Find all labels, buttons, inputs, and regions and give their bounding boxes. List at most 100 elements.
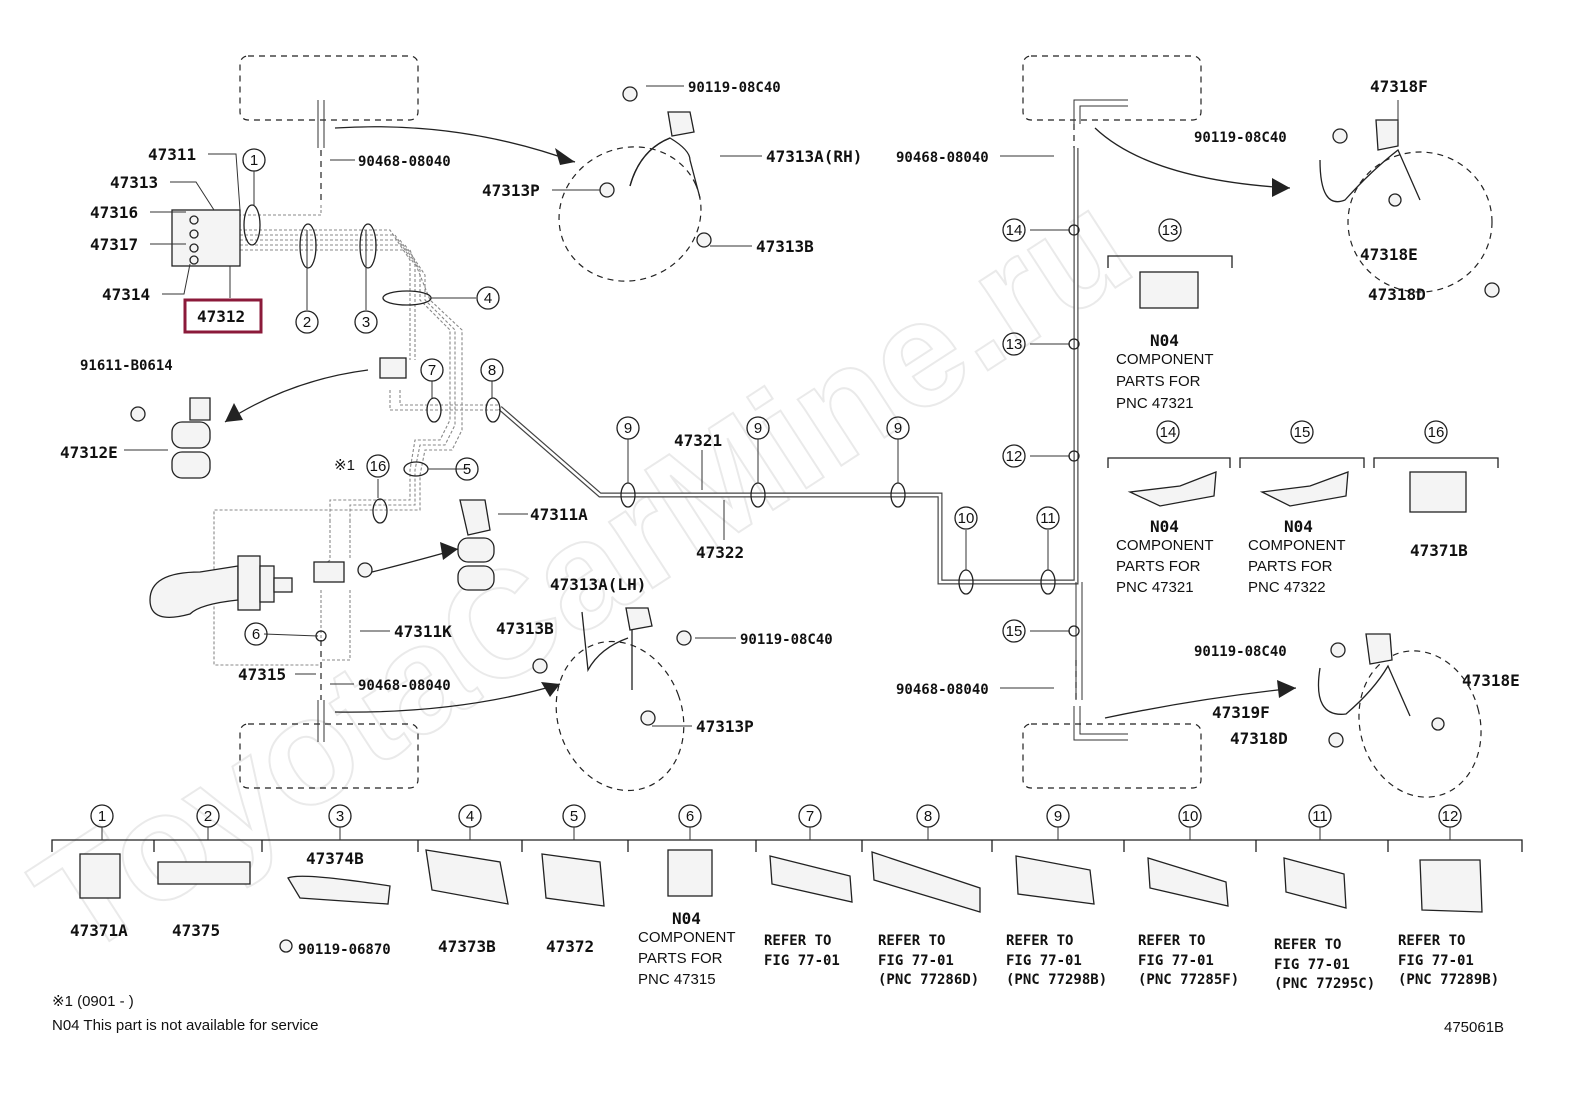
label-47322[interactable]: 47322 (696, 543, 744, 562)
label-47313b-a[interactable]: 47313B (756, 237, 814, 256)
legend-part-47373b[interactable]: 47373B (438, 937, 496, 956)
callout-16[interactable]: 16 (366, 454, 390, 478)
label-47313a-rh[interactable]: 47313A(RH) (766, 147, 862, 166)
svg-text:15: 15 (1294, 424, 1311, 441)
callout-3[interactable]: 3 (354, 310, 378, 334)
svg-text:4: 4 (466, 808, 474, 825)
legend-callout-10[interactable]: 10 (1178, 804, 1202, 828)
label-47317[interactable]: 47317 (90, 235, 138, 254)
callout-13-box[interactable]: 13 (1158, 218, 1182, 242)
callout-6[interactable]: 6 (244, 622, 268, 646)
callout-12[interactable]: 12 (1002, 444, 1026, 468)
label-90119-08c40-d[interactable]: 90119-08C40 (1194, 644, 1287, 660)
legend-callout-6[interactable]: 6 (678, 804, 702, 828)
label-47311k[interactable]: 47311K (394, 622, 452, 641)
legend-pnc-8: (PNC 77286D) (878, 972, 979, 988)
label-47316[interactable]: 47316 (90, 203, 138, 222)
legend-callout-4[interactable]: 4 (458, 804, 482, 828)
legend-fig-8[interactable]: FIG 77-01 (878, 953, 954, 969)
callout-1[interactable]: 1 (242, 148, 266, 172)
legend-part-47372[interactable]: 47372 (546, 937, 594, 956)
legend-part-47375[interactable]: 47375 (172, 921, 220, 940)
flex-hose-47313A-LH (532, 607, 692, 726)
legend-part-47371a[interactable]: 47371A (70, 921, 128, 940)
label-47311a[interactable]: 47311A (530, 505, 588, 524)
legend-fig-11[interactable]: FIG 77-01 (1274, 957, 1350, 973)
callout-15[interactable]: 15 (1002, 619, 1026, 643)
label-91611-b0614[interactable]: 91611-B0614 (80, 358, 173, 374)
label-47318f[interactable]: 47318F (1370, 77, 1428, 96)
callout-7[interactable]: 7 (420, 358, 444, 382)
callout-13[interactable]: 13 (1002, 332, 1026, 356)
legend-bolt-90119-06870[interactable]: 90119-06870 (298, 942, 391, 958)
svg-text:13: 13 (1162, 222, 1179, 239)
label-90119-08c40-c[interactable]: 90119-08C40 (1194, 130, 1287, 146)
legend-fig-10[interactable]: FIG 77-01 (1138, 953, 1214, 969)
svg-text:11: 11 (1312, 808, 1328, 825)
front-left-body-box (239, 55, 419, 121)
legend-refer-11: REFER TO (1274, 937, 1341, 953)
svg-text:12: 12 (1442, 808, 1459, 825)
label-47318e-a[interactable]: 47318E (1360, 245, 1418, 264)
callout-15-box[interactable]: 15 (1290, 420, 1314, 444)
label-47315[interactable]: 47315 (238, 665, 286, 684)
callout-14-box[interactable]: 14 (1156, 420, 1180, 444)
label-47312[interactable]: 47312 (197, 307, 245, 326)
legend-callout-5[interactable]: 5 (562, 804, 586, 828)
front-right-2-wheel-circle (1347, 151, 1493, 293)
legend-callout-7[interactable]: 7 (798, 804, 822, 828)
label-47313a-lh[interactable]: 47313A(LH) (550, 575, 646, 594)
legend-clip-1 (79, 853, 121, 899)
label-47318d-b[interactable]: 47318D (1230, 729, 1288, 748)
label-90119-08c40-a[interactable]: 90119-08C40 (688, 80, 781, 96)
label-90468-08040-c[interactable]: 90468-08040 (896, 150, 989, 166)
legend-callout-12[interactable]: 12 (1438, 804, 1462, 828)
label-47318d-a[interactable]: 47318D (1368, 285, 1426, 304)
callout-14[interactable]: 14 (1002, 218, 1026, 242)
legend-refer-9: REFER TO (1006, 933, 1073, 949)
label-47313p-b[interactable]: 47313P (696, 717, 754, 736)
legend-callout-8[interactable]: 8 (916, 804, 940, 828)
label-90468-08040-a[interactable]: 90468-08040 (358, 154, 451, 170)
legend-fig-9[interactable]: FIG 77-01 (1006, 953, 1082, 969)
pnc-text-13: PNC 47321 (1116, 395, 1194, 412)
legend-fig-12[interactable]: FIG 77-01 (1398, 953, 1474, 969)
rear-right-wheel-circle (1358, 650, 1482, 798)
footnote-n04: N04 This part is not available for servi… (52, 1017, 319, 1034)
label-90468-08040-b[interactable]: 90468-08040 (358, 678, 451, 694)
callout-8[interactable]: 8 (480, 358, 504, 382)
label-47313[interactable]: 47313 (110, 173, 158, 192)
callout-10[interactable]: 10 (954, 506, 978, 530)
legend-part-47374b[interactable]: 47374B (306, 849, 364, 868)
label-47318e-b[interactable]: 47318E (1462, 671, 1520, 690)
callout-5[interactable]: 5 (455, 457, 479, 481)
label-47371b[interactable]: 47371B (1410, 541, 1468, 560)
callout-11[interactable]: 11 (1036, 506, 1060, 530)
arrow-to-47318F (1094, 127, 1291, 189)
label-90119-08c40-b[interactable]: 90119-08C40 (740, 632, 833, 648)
callout-2[interactable]: 2 (295, 310, 319, 334)
legend-pnc-11: (PNC 77295C) (1274, 976, 1375, 992)
callout-16-box[interactable]: 16 (1424, 420, 1448, 444)
legend-fig-7[interactable]: FIG 77-01 (764, 953, 840, 969)
callout-4[interactable]: 4 (476, 286, 500, 310)
svg-text:16: 16 (1428, 424, 1445, 441)
svg-text:5: 5 (463, 461, 471, 478)
svg-text:8: 8 (488, 362, 496, 379)
label-47314[interactable]: 47314 (102, 285, 150, 304)
legend-refer-12: REFER TO (1398, 933, 1465, 949)
label-47312e[interactable]: 47312E (60, 443, 118, 462)
label-90468-08040-d[interactable]: 90468-08040 (896, 682, 989, 698)
legend-callout-11[interactable]: 11 (1308, 804, 1332, 828)
label-47311[interactable]: 47311 (148, 145, 196, 164)
svg-text:6: 6 (686, 808, 694, 825)
callout-9a[interactable]: 9 (616, 416, 640, 440)
label-47321[interactable]: 47321 (674, 431, 722, 450)
legend-pnc-12: (PNC 77289B) (1398, 972, 1499, 988)
svg-text:14: 14 (1160, 424, 1177, 441)
master-cylinder-union (313, 561, 345, 583)
label-47313p-a[interactable]: 47313P (482, 181, 540, 200)
legend-callout-9[interactable]: 9 (1046, 804, 1070, 828)
label-47313b-b[interactable]: 47313B (496, 619, 554, 638)
label-47319f[interactable]: 47319F (1212, 703, 1270, 722)
